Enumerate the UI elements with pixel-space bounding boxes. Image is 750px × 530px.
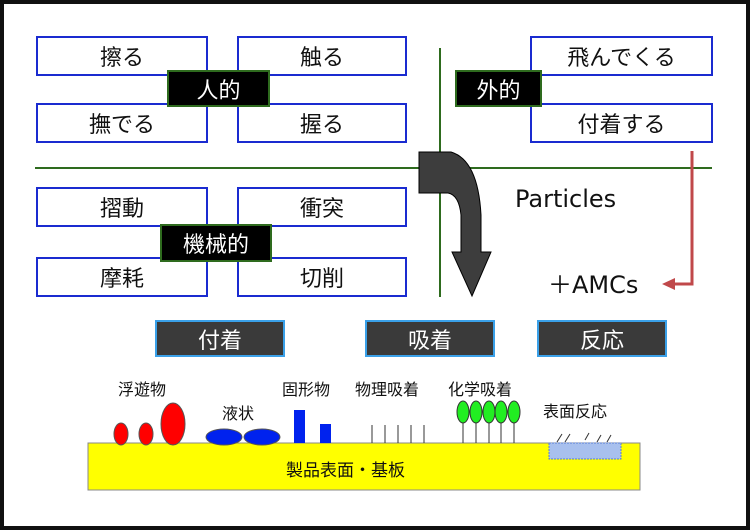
category-adsorption: 吸着 bbox=[365, 320, 495, 357]
red-arrow-head bbox=[662, 278, 675, 290]
box-rub: 擦る bbox=[36, 36, 208, 76]
type-physical-adsorption: 物理吸着 bbox=[355, 380, 420, 399]
type-surface-reaction: 表面反応 bbox=[543, 402, 608, 421]
box-cutting: 切削 bbox=[237, 257, 407, 297]
substrate-label: 製品表面・基板 bbox=[286, 461, 405, 481]
category-adhesion: 付着 bbox=[155, 320, 285, 357]
box-adhering: 付着する bbox=[530, 103, 713, 143]
box-collision: 衝突 bbox=[237, 187, 407, 227]
substrate bbox=[87, 442, 641, 491]
amcs-text: ＋AMCs bbox=[548, 271, 639, 299]
box-wear: 摩耗 bbox=[36, 257, 208, 297]
curved-down-arrow bbox=[418, 151, 492, 298]
label-external: 外的 bbox=[455, 70, 542, 107]
box-touch: 触る bbox=[237, 36, 407, 76]
type-solid: 固形物 bbox=[282, 380, 331, 399]
box-grip: 握る bbox=[237, 103, 407, 143]
type-liquid: 液状 bbox=[222, 404, 255, 423]
type-floating: 浮遊物 bbox=[118, 380, 167, 399]
red-arrow-line bbox=[672, 151, 694, 286]
label-mechanical: 機械的 bbox=[160, 224, 272, 262]
box-flying: 飛んでくる bbox=[530, 36, 713, 76]
particles-text: Particles bbox=[515, 185, 617, 213]
box-stroke: 撫でる bbox=[36, 103, 208, 143]
category-reaction: 反応 bbox=[537, 320, 667, 357]
type-chemical-adsorption: 化学吸着 bbox=[448, 380, 513, 399]
label-human: 人的 bbox=[167, 70, 270, 107]
box-sliding: 摺動 bbox=[36, 187, 208, 227]
